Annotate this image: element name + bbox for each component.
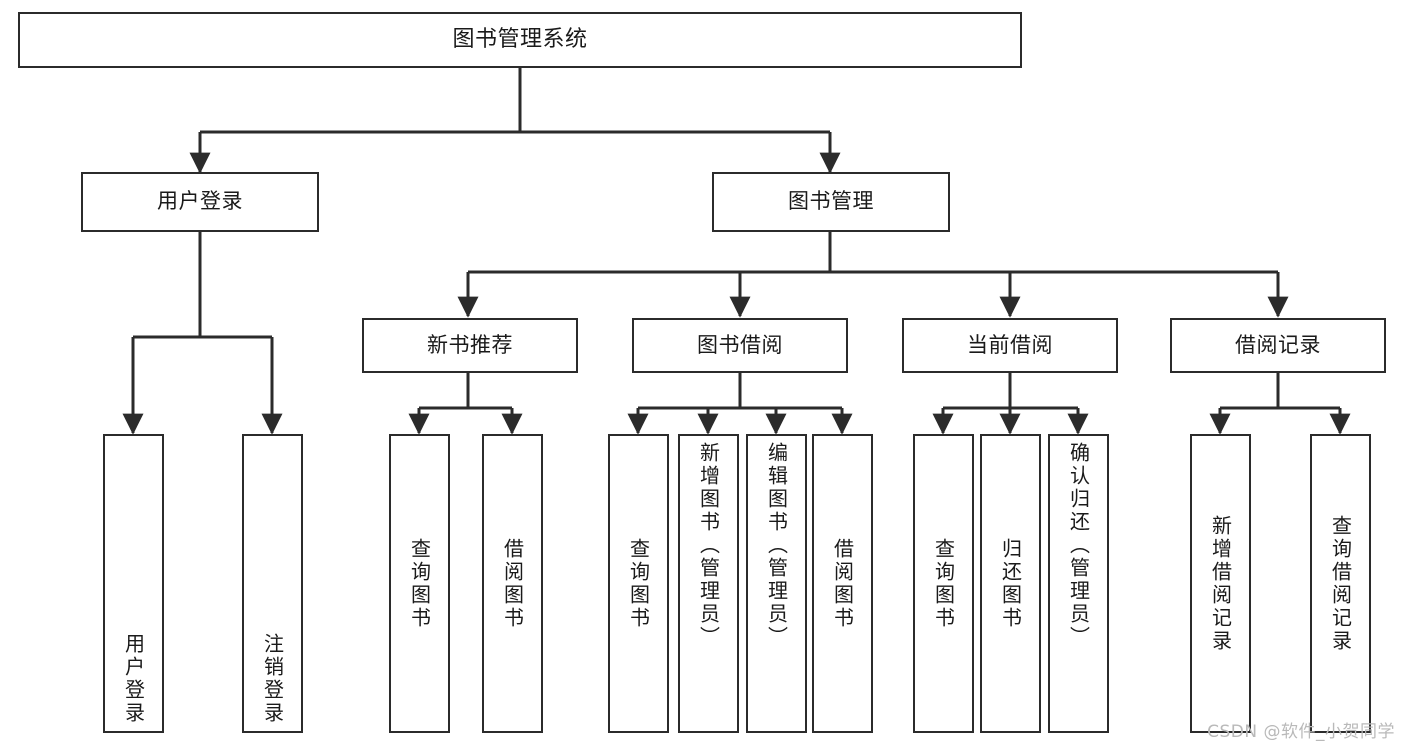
node-borrow-record-label: 借阅记录 [1235,332,1321,357]
node-root-system[interactable]: 图书管理系统 [18,12,1022,68]
node-new-book-recommend-label: 新书推荐 [427,332,513,357]
node-book-borrow-label: 图书借阅 [697,332,783,357]
node-leaf-query-book-recommend-label: 查询图书 [407,537,432,630]
node-leaf-query-book-recommend[interactable]: 查询图书 [389,434,450,733]
node-book-manage-label: 图书管理 [788,189,874,214]
node-new-book-recommend[interactable]: 新书推荐 [362,318,578,373]
node-leaf-add-borrow-record-label: 新增借阅记录 [1208,514,1233,653]
node-leaf-borrow-book-recommend[interactable]: 借阅图书 [482,434,543,733]
node-leaf-borrow-book[interactable]: 借阅图书 [812,434,873,733]
node-leaf-logout-label: 注销登录 [260,633,285,725]
node-leaf-query-borrow-record-label: 查询借阅记录 [1328,514,1353,653]
node-leaf-confirm-return[interactable]: 确认归还（管理员） [1048,434,1109,733]
node-book-manage[interactable]: 图书管理 [712,172,950,232]
node-leaf-return-book[interactable]: 归还图书 [980,434,1041,733]
node-leaf-add-book[interactable]: 新增图书（管理员） [678,434,739,733]
node-leaf-add-borrow-record[interactable]: 新增借阅记录 [1190,434,1251,733]
node-leaf-query-book[interactable]: 查询图书 [608,434,669,733]
node-current-borrow[interactable]: 当前借阅 [902,318,1118,373]
node-leaf-edit-book[interactable]: 编辑图书（管理员） [746,434,807,733]
node-leaf-logout[interactable]: 注销登录 [242,434,303,733]
node-book-borrow[interactable]: 图书借阅 [632,318,848,373]
watermark-text: CSDN @软件_小贺同学 [1207,722,1395,742]
node-leaf-borrow-book-recommend-label: 借阅图书 [500,537,525,630]
node-leaf-query-borrow-record[interactable]: 查询借阅记录 [1310,434,1371,733]
node-root-system-label: 图书管理系统 [452,26,588,52]
node-leaf-query-book-label: 查询图书 [626,537,651,630]
node-leaf-borrow-book-label: 借阅图书 [830,537,855,630]
node-leaf-user-login[interactable]: 用户登录 [103,434,164,733]
node-current-borrow-label: 当前借阅 [967,332,1053,357]
node-leaf-edit-book-label: 编辑图书（管理员） [764,442,789,649]
node-borrow-record[interactable]: 借阅记录 [1170,318,1386,373]
node-leaf-confirm-return-label: 确认归还（管理员） [1066,442,1091,649]
node-user-login[interactable]: 用户登录 [81,172,319,232]
node-leaf-add-book-label: 新增图书（管理员） [696,442,721,649]
node-leaf-return-book-label: 归还图书 [998,537,1023,630]
node-leaf-query-book-current[interactable]: 查询图书 [913,434,974,733]
node-leaf-query-book-current-label: 查询图书 [931,537,956,630]
node-leaf-user-login-label: 用户登录 [121,633,146,725]
node-user-login-label: 用户登录 [157,189,243,214]
